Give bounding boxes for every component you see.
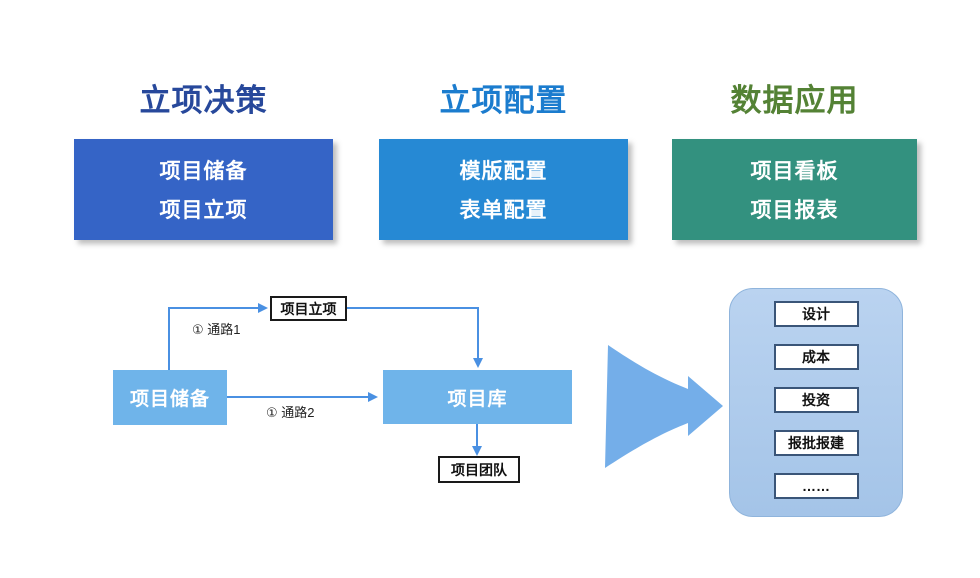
data-application-box: 项目看板 项目报表	[672, 139, 917, 240]
funnel-arrow-icon	[605, 345, 723, 468]
decision-box: 项目储备 项目立项	[74, 139, 333, 240]
path1-label: ① 通路1	[192, 322, 241, 337]
panel-item-approval-construction: 报批报建	[773, 430, 859, 456]
panel-item-design: 设计	[773, 301, 859, 327]
flow-node-project-library: 项目库	[383, 370, 572, 424]
panel-item-cost: 成本	[773, 344, 859, 370]
column-title-data-application: 数据应用	[730, 83, 859, 118]
panel-item-investment: 投资	[773, 387, 859, 413]
column-title-config: 立项配置	[439, 83, 568, 118]
arrowhead-library-top	[473, 358, 483, 368]
path2-label: ① 通路2	[266, 405, 315, 420]
arrowhead-path2	[368, 392, 378, 402]
panel-item-ellipsis: ……	[773, 473, 859, 499]
decision-item-project-reserve: 项目储备	[159, 160, 248, 183]
column-title-decision: 立项决策	[139, 83, 268, 118]
decision-item-project-initiation: 项目立项	[159, 199, 248, 222]
data-item-project-report: 项目报表	[750, 199, 839, 222]
config-item-template-config: 模版配置	[459, 160, 548, 183]
config-box: 模版配置 表单配置	[379, 139, 628, 240]
config-item-form-config: 表单配置	[459, 199, 548, 222]
arrowhead-team	[472, 446, 482, 456]
data-item-project-dashboard: 项目看板	[750, 160, 839, 183]
connector-path1	[168, 307, 259, 370]
application-panel: 设计 成本 投资 报批报建 ……	[729, 288, 903, 517]
connector-approval-library	[347, 307, 479, 359]
flow-node-project-team: 项目团队	[438, 456, 520, 483]
arrowhead-path1	[258, 303, 268, 313]
flow-node-project-reserve: 项目储备	[113, 370, 227, 425]
flow-node-project-initiation: 项目立项	[270, 296, 347, 321]
